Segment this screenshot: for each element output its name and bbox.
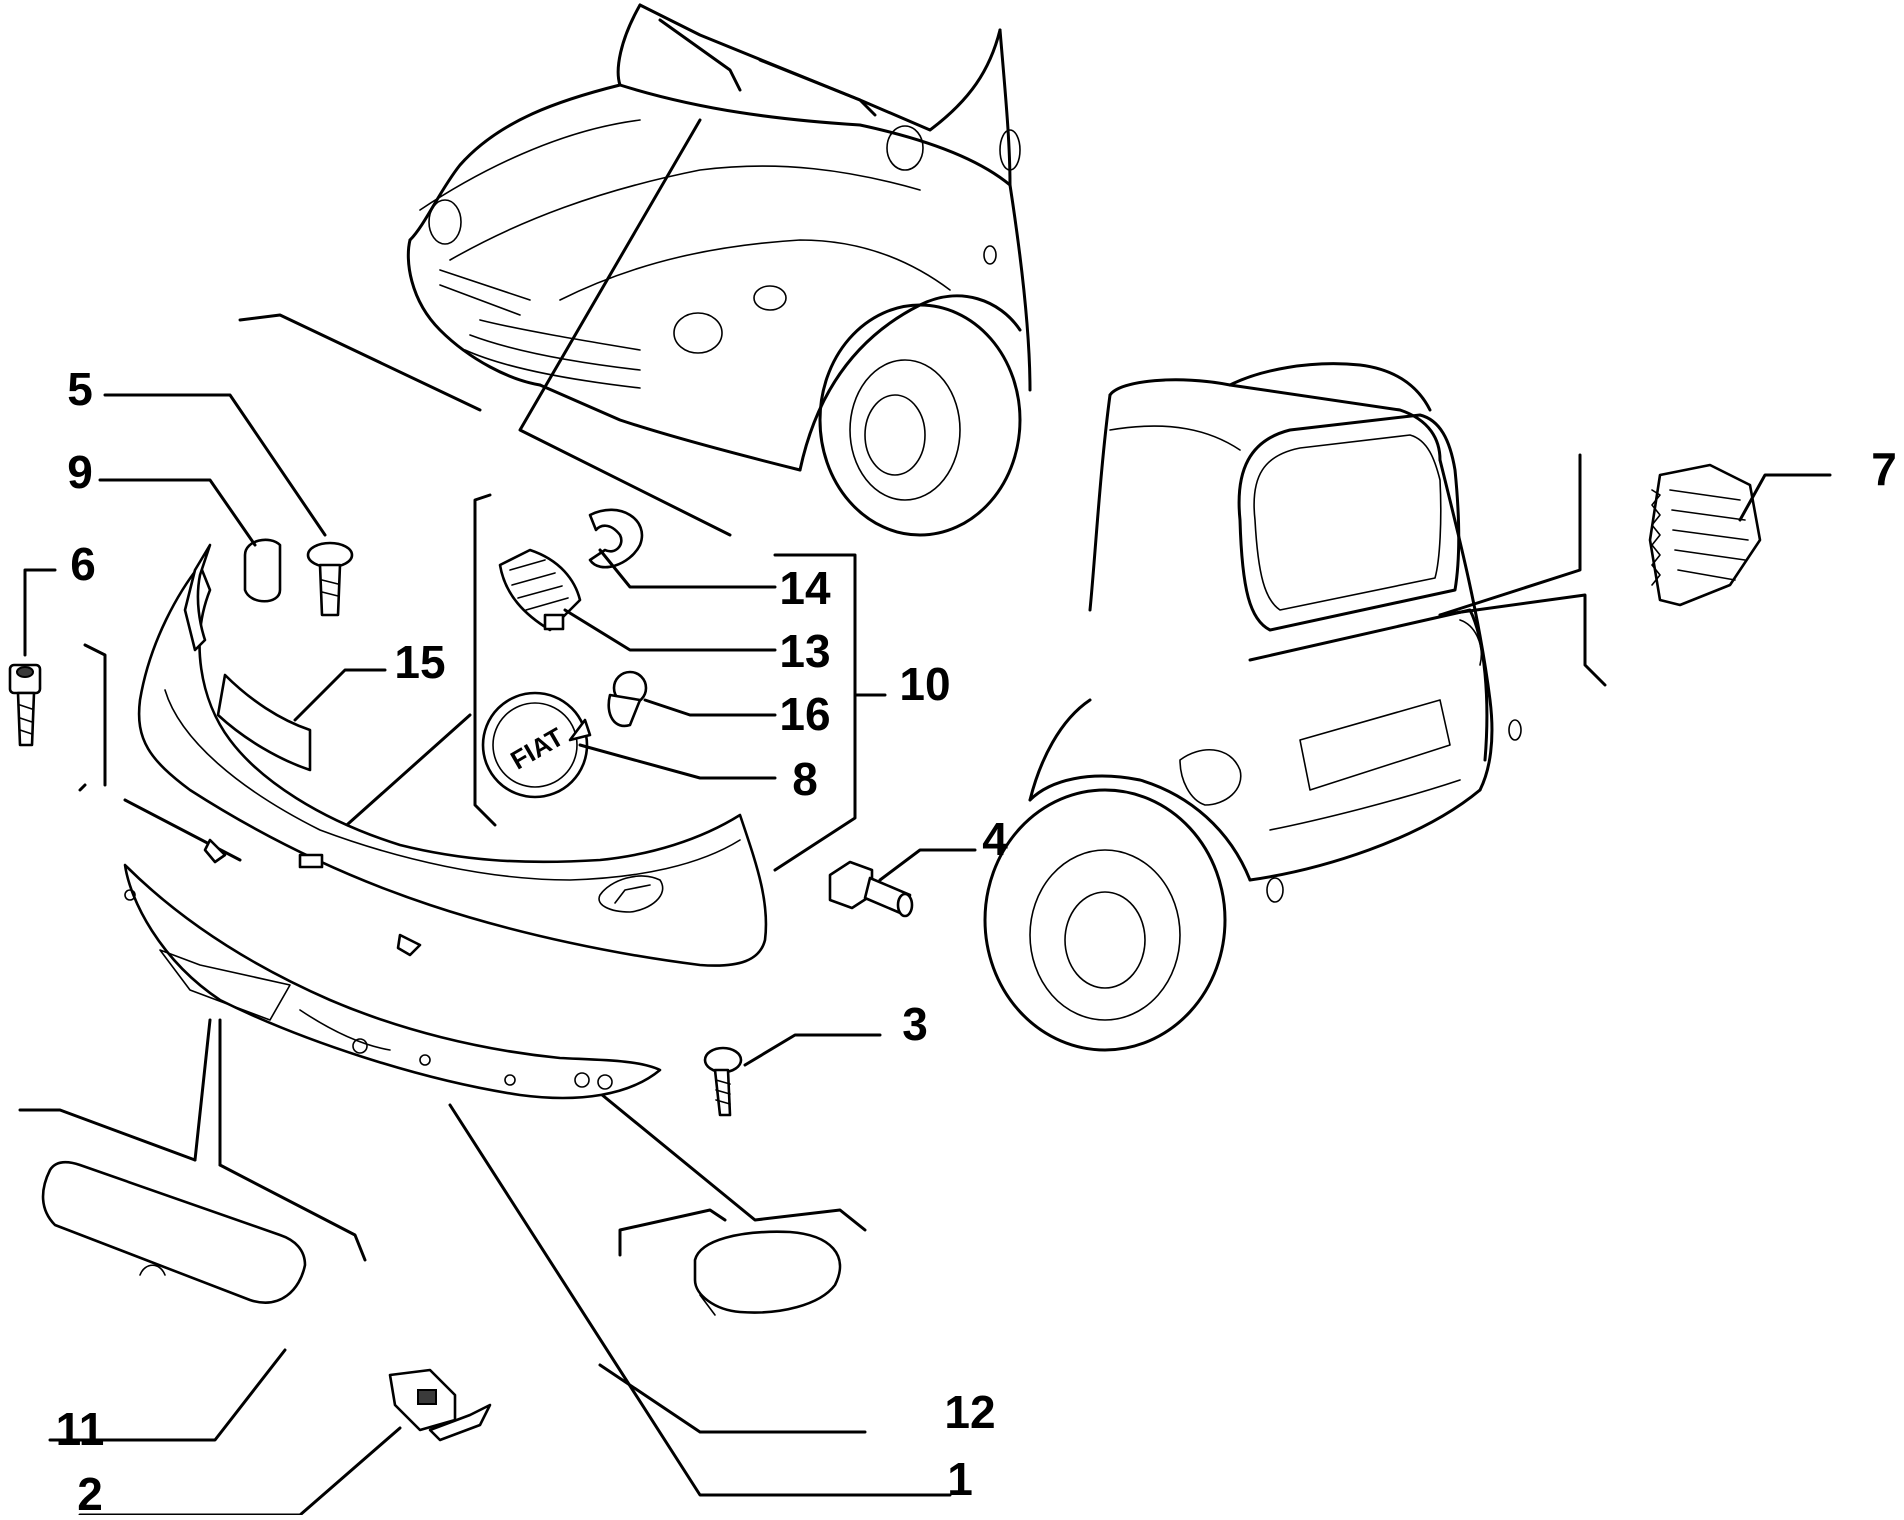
bumper-lower [123, 863, 662, 1100]
callout-11: 11 [56, 1403, 105, 1455]
part-12-cover [693, 1230, 842, 1316]
part-9-grommet [243, 538, 282, 603]
callout-leaders [23, 393, 1832, 1517]
bumper-upper [137, 543, 768, 967]
part-15-strip [216, 673, 312, 772]
part-14-clip [588, 508, 644, 569]
callout-3: 3 [902, 998, 928, 1050]
callout-7: 7 [1871, 443, 1897, 495]
callout-5: 5 [67, 363, 93, 415]
part-3-screw [703, 1046, 743, 1117]
callout-16: 16 [779, 688, 830, 740]
callout-9: 9 [67, 446, 93, 498]
callout-4: 4 [982, 813, 1008, 865]
part-7-vent-grille [1648, 463, 1762, 607]
part-11-trim-panel [41, 1160, 307, 1304]
part-5-fastener [306, 541, 354, 617]
part-8-emblem: FIAT [481, 691, 592, 799]
front-car-illustration [406, 3, 1032, 537]
rear-car-illustration [983, 362, 1522, 1052]
callout-labels: 5 9 6 7 15 14 13 16 8 10 4 3 11 12 2 1 [56, 363, 1897, 1520]
callout-14: 14 [779, 562, 831, 614]
callout-2: 2 [77, 1468, 103, 1515]
callout-1: 1 [947, 1453, 973, 1505]
callout-10: 10 [899, 658, 950, 710]
part-16-bush [607, 670, 648, 728]
part-13-grille-insert [498, 548, 582, 632]
callout-15: 15 [394, 636, 445, 688]
reference-lines [18, 118, 1607, 1262]
callout-12: 12 [944, 1386, 995, 1438]
part-4-bolt [828, 860, 914, 918]
callout-8: 8 [792, 753, 818, 805]
callout-13: 13 [779, 625, 830, 677]
callout-6: 6 [70, 538, 96, 590]
part-2-clip [388, 1368, 492, 1442]
part-6-fastener [8, 663, 42, 747]
